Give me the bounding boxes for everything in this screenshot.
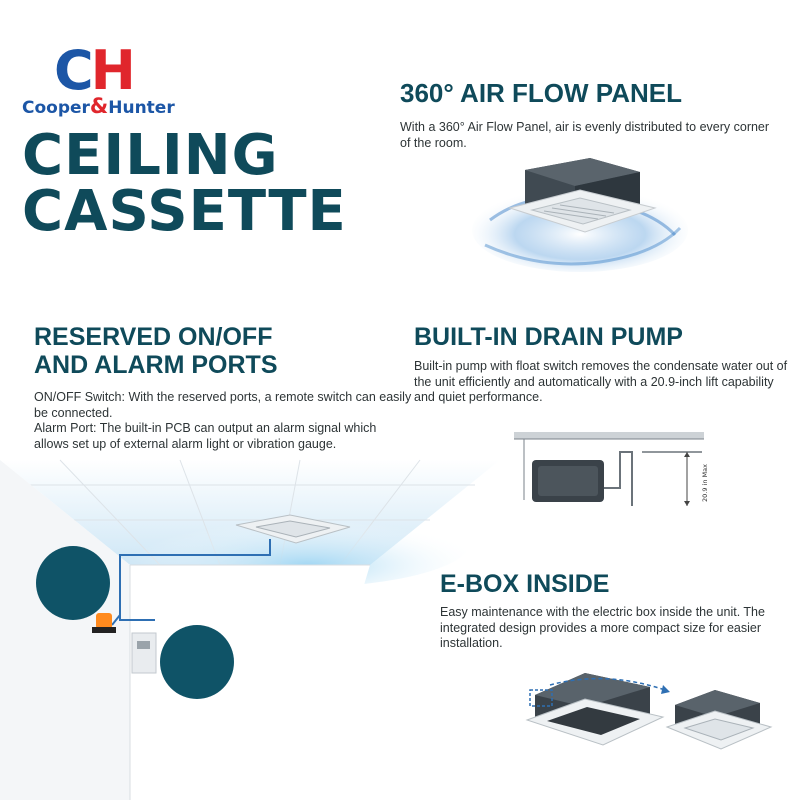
ceiling-room-illustration <box>0 459 500 800</box>
alarm-paragraph: Alarm Port: The built-in PCB can output … <box>34 421 414 452</box>
logo-letter-c: C <box>54 39 94 102</box>
brand-logo: CH Cooper&Hunter <box>22 44 206 120</box>
alarm-label: Alarm Port: <box>34 421 97 435</box>
page-title: CEILING CASSETTE <box>22 128 352 240</box>
drain-pump-diagram: 20.9 in Max <box>514 432 709 506</box>
logo-wordmark: Cooper&Hunter <box>22 94 175 118</box>
ebox-heading: E-BOX INSIDE <box>440 570 610 598</box>
logo-mark: CH <box>54 44 136 98</box>
logo-letter-h: H <box>90 39 136 102</box>
title-line-1: CEILING <box>22 123 279 188</box>
cassette-airflow-illustration <box>472 158 688 272</box>
alarm-text: The built-in PCB can output an alarm sig… <box>34 421 377 451</box>
logo-ampersand: & <box>89 94 109 118</box>
ebox-description: Easy maintenance with the electric box i… <box>440 605 765 650</box>
alarm-light-icon <box>92 613 116 633</box>
ports-heading-line-1: RESERVED ON/OFF <box>34 323 273 351</box>
feature-bubble <box>36 546 110 620</box>
ports-description: ON/OFF Switch: With the reserved ports, … <box>34 390 414 452</box>
pump-lift-label: 20.9 in Max <box>701 464 709 502</box>
logo-word-cooper: Cooper <box>22 98 90 118</box>
switch-text: With the reserved ports, a remote switch… <box>34 390 412 420</box>
ports-heading-line-2: AND ALARM PORTS <box>34 351 278 379</box>
airflow-heading: 360° AIR FLOW PANEL <box>400 78 682 108</box>
ports-heading: RESERVED ON/OFF AND ALARM PORTS <box>34 323 278 379</box>
pump-heading: BUILT-IN DRAIN PUMP <box>414 323 683 351</box>
ebox-comparison-illustration <box>525 673 773 750</box>
logo-word-hunter: Hunter <box>108 98 175 118</box>
switch-label: ON/OFF Switch: <box>34 390 125 404</box>
title-line-2: CASSETTE <box>22 179 347 244</box>
airflow-description: With a 360° Air Flow Panel, air is evenl… <box>400 120 770 150</box>
switch-paragraph: ON/OFF Switch: With the reserved ports, … <box>34 390 414 421</box>
wall-switch-icon <box>131 632 157 674</box>
feature-bubble <box>160 625 234 699</box>
pump-description: Built-in pump with float switch removes … <box>414 359 788 404</box>
